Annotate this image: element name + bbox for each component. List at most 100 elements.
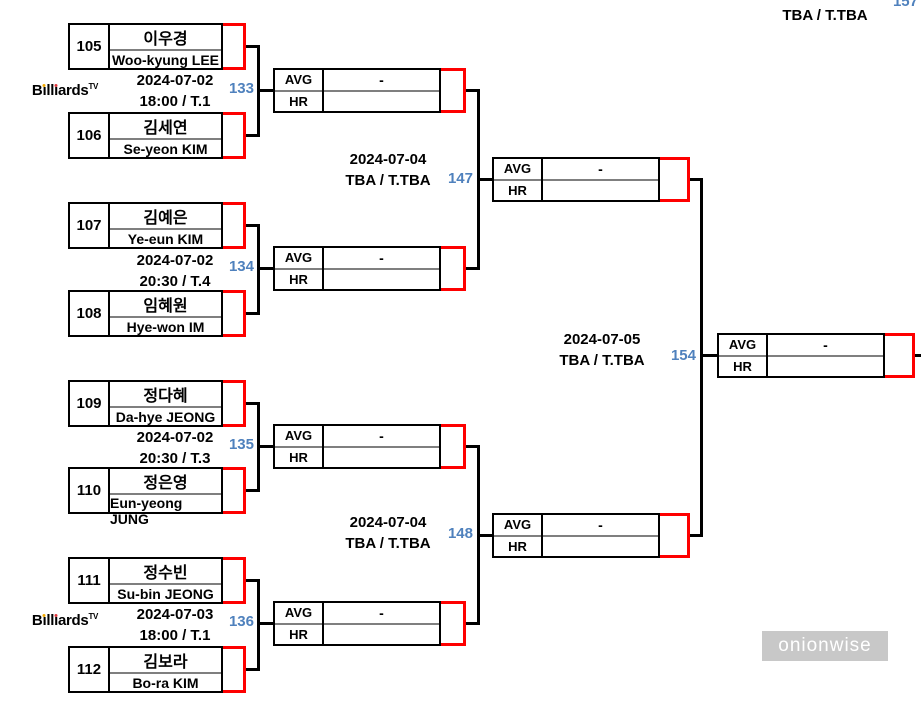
winner-score-cell [660, 513, 690, 558]
hr-label: HR [733, 358, 752, 374]
player-name-cell: 임혜원 Hye-won IM [110, 290, 223, 337]
player-seed: 109 [68, 380, 110, 427]
player-name-en: Da-hye JEONG [115, 408, 216, 425]
hr-value [324, 448, 439, 468]
player-box-111: 111 정수빈 Su-bin JEONG [68, 557, 246, 604]
connector-line [246, 489, 260, 492]
player-name-en: Bo-ra KIM [132, 674, 199, 691]
avg-value: - [324, 248, 439, 270]
player-box-109: 109 정다혜 Da-hye JEONG [68, 380, 246, 427]
match-schedule-157: TBA / T.TBA [755, 5, 895, 26]
avg-label: AVG [719, 335, 766, 357]
player-score-cell [223, 112, 246, 159]
logo-text: ll [46, 82, 55, 99]
player-box-107: 107 김예은 Ye-eun KIM [68, 202, 246, 249]
connector-line [246, 134, 260, 137]
avg-label: AVG [275, 603, 322, 625]
winner-score-cell [441, 246, 466, 291]
match-time: 18:00 / T.1 [139, 93, 211, 110]
winner-score-cell [660, 157, 690, 202]
stats-labels-col: AVG HR [273, 246, 324, 291]
connector-line [915, 354, 921, 357]
match-time: TBA / T.TBA [345, 172, 431, 189]
match-schedule-136: 2024-07-03 18:00 / T.1 [105, 604, 245, 646]
connector-line [466, 622, 480, 625]
avg-value: - [324, 70, 439, 92]
player-name-en: Ye-eun KIM [127, 230, 204, 247]
hr-label: HR [508, 538, 527, 554]
match-number-136: 136 [228, 613, 254, 630]
avg-label: AVG [494, 159, 541, 181]
match-time: TBA / T.TBA [345, 535, 431, 552]
player-name-en: Eun-yeong JUNG [110, 495, 183, 527]
logo-i-dot-yellow: ı [42, 612, 47, 629]
hr-label: HR [289, 93, 308, 109]
stats-labels-col: AVG HR [717, 333, 768, 378]
player-name-kr: 이우경 [110, 25, 221, 51]
match-schedule-148: 2024-07-04 TBA / T.TBA [318, 512, 458, 554]
player-name-kr: 정은영 [110, 469, 221, 495]
logo-text: B [31, 82, 43, 99]
match-date: 2024-07-04 [349, 151, 427, 168]
player-name-cell: 김보라 Bo-ra KIM [110, 646, 223, 693]
match-date: 2024-07-02 [136, 72, 214, 89]
hr-value [324, 270, 439, 290]
winner-score-cell [441, 424, 466, 469]
logo-i-dot-red: ı [54, 82, 58, 99]
match-number-133: 133 [228, 80, 254, 97]
connector-line [246, 45, 260, 48]
player-seed: 106 [68, 112, 110, 159]
player-name-cell: 이우경 Woo-kyung LEE [110, 23, 223, 70]
stats-values-col: - [768, 333, 885, 378]
player-box-110: 110 정은영 Eun-yeong JUNG [68, 467, 246, 527]
match-number-135: 135 [228, 436, 254, 453]
match-number-134: 134 [228, 258, 254, 275]
player-name-kr: 김예은 [110, 204, 221, 230]
match-schedule-147: 2024-07-04 TBA / T.TBA [318, 149, 458, 191]
connector-line [246, 668, 260, 671]
player-name-kr: 김세연 [110, 114, 221, 140]
stats-box-134: AVG HR - [273, 246, 466, 291]
match-date: 2024-07-02 [136, 429, 214, 446]
connector-line [700, 178, 703, 537]
hr-label: HR [289, 271, 308, 287]
connector-line [477, 534, 492, 537]
connector-line [246, 312, 260, 315]
match-date: 2024-07-03 [136, 606, 214, 623]
hr-value [324, 625, 439, 645]
winner-score-cell [885, 333, 915, 378]
player-seed: 108 [68, 290, 110, 337]
player-name-cell: 김세연 Se-yeon KIM [110, 112, 223, 159]
connector-line [257, 267, 273, 270]
player-score-cell [223, 557, 246, 604]
connector-line [477, 178, 492, 181]
player-seed: 112 [68, 646, 110, 693]
connector-line [257, 579, 260, 671]
player-name-en: Woo-kyung LEE [111, 51, 220, 68]
logo-text: ards [57, 82, 89, 99]
winner-score-cell [441, 601, 466, 646]
onionwise-watermark: onionwise [762, 631, 888, 661]
player-name-kr: 정수빈 [110, 559, 221, 585]
logo-text: ards [57, 612, 89, 629]
match-date: 2024-07-02 [136, 252, 214, 269]
stats-labels-col: AVG HR [273, 601, 324, 646]
avg-value: - [324, 426, 439, 448]
player-name-en: Se-yeon KIM [123, 140, 208, 157]
match-schedule-135: 2024-07-02 20:30 / T.3 [105, 427, 245, 469]
player-name-cell: 정수빈 Su-bin JEONG [110, 557, 223, 604]
avg-value: - [324, 603, 439, 625]
stats-values-col: - [543, 157, 660, 202]
match-time: TBA / T.TBA [559, 352, 645, 369]
logo-text: B [31, 612, 43, 629]
match-number-157: 157 [892, 0, 918, 10]
stats-box-148: AVG HR - [492, 513, 690, 558]
connector-line [466, 445, 480, 448]
player-name-cell: 정은영 Eun-yeong JUNG [110, 467, 223, 527]
player-name-en: Su-bin JEONG [117, 585, 214, 602]
hr-label: HR [289, 449, 308, 465]
player-box-106: 106 김세연 Se-yeon KIM [68, 112, 246, 159]
logo-i-dot-yellow: ı [42, 82, 47, 99]
match-number-147: 147 [447, 170, 473, 187]
match-time: 20:30 / T.3 [139, 450, 211, 467]
